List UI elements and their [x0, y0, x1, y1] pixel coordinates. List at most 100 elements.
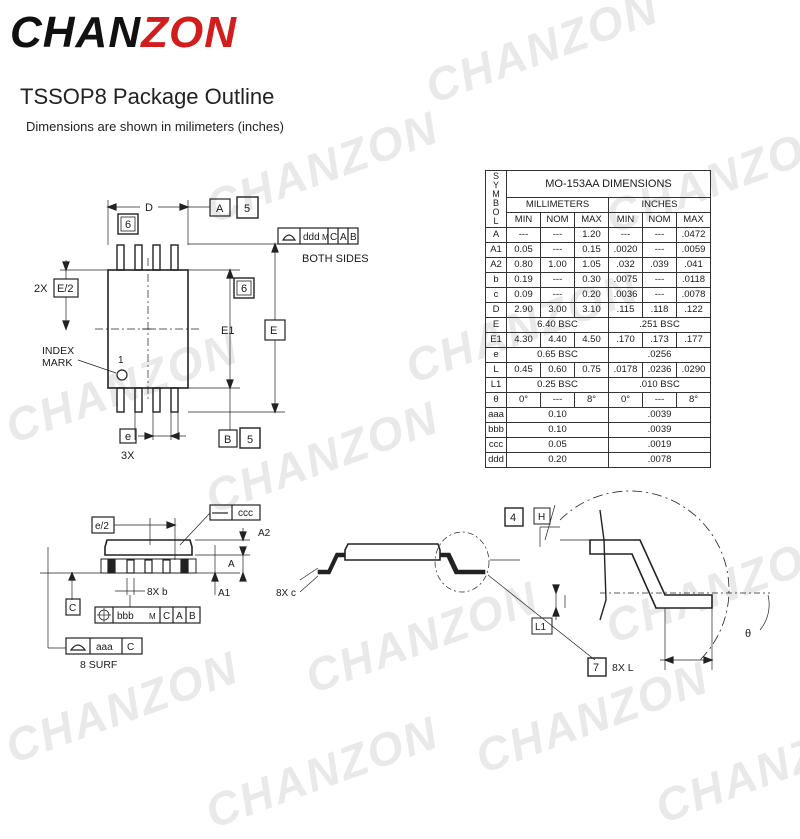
table-cell: ---	[642, 227, 677, 243]
table-cell: D	[485, 302, 507, 318]
dim-e-half: E/2	[57, 283, 74, 295]
table-cell: .0236	[642, 362, 677, 378]
fcf-ccc: ccc	[238, 508, 253, 519]
datum-c: C	[69, 603, 76, 614]
table-cell: NOM	[642, 212, 677, 228]
index-label-2: MARK	[42, 357, 72, 369]
table-row: A------1.20------.0472	[485, 227, 711, 243]
note-6-right: 6	[241, 283, 247, 295]
table-cell: ---	[540, 227, 575, 243]
table-cell: MO-153AA DIMENSIONS	[506, 170, 711, 198]
table-cell: .0118	[676, 272, 711, 288]
table-cell: .032	[608, 257, 643, 273]
fcf-bbb-b: B	[189, 611, 196, 622]
table-cell: .0078	[608, 452, 711, 468]
note-5-top: 5	[244, 203, 250, 215]
table-cell: .0256	[608, 347, 711, 363]
table-cell: MAX	[574, 212, 609, 228]
table-cell: .0039	[608, 407, 711, 423]
table-cell: ---	[608, 227, 643, 243]
fcf-b: B	[350, 232, 357, 243]
dim-theta: θ	[745, 628, 751, 640]
table-cell: aaa	[485, 407, 507, 423]
table-cell: ---	[540, 272, 575, 288]
fcf-bbb-m: M	[149, 612, 156, 621]
table-cell: .0075	[608, 272, 643, 288]
table-cell: ---	[540, 242, 575, 258]
fcf-aaa-c: C	[127, 642, 134, 653]
fcf-m: M	[322, 233, 329, 242]
table-cell: 0.15	[574, 242, 609, 258]
table-cell: 0.30	[574, 272, 609, 288]
table-cell: .041	[676, 257, 711, 273]
table-cell: .0290	[676, 362, 711, 378]
note-5-bottom: 5	[247, 434, 253, 446]
fcf-ddd: ddd	[303, 232, 320, 243]
table-cell: INCHES	[608, 197, 711, 213]
note-7: 7	[593, 662, 599, 674]
table-cell: .0178	[608, 362, 643, 378]
side-view-body	[104, 539, 193, 556]
table-cell: 0.10	[506, 407, 609, 423]
table-cell: A1	[485, 242, 507, 258]
table-cell: 1.00	[540, 257, 575, 273]
dim-3x: 3X	[121, 450, 135, 462]
table-cell: ---	[642, 392, 677, 408]
table-cell: MIN	[608, 212, 643, 228]
table-cell: 0.20	[506, 452, 609, 468]
table-cell: .0472	[676, 227, 711, 243]
table-cell: L	[485, 362, 507, 378]
table-cell: MILLIMETERS	[506, 197, 609, 213]
table-cell: b	[485, 272, 507, 288]
table-cell: 0.10	[506, 422, 609, 438]
page-subtitle: Dimensions are shown in milimeters (inch…	[26, 119, 284, 134]
fcf-bbb-c: C	[163, 611, 170, 622]
table-cell: .0020	[608, 242, 643, 258]
table-cell: 0.05	[506, 242, 541, 258]
table-cell: .177	[676, 332, 711, 348]
table-cell: 1.05	[574, 257, 609, 273]
dim-8x-b: 8X b	[147, 587, 168, 598]
table-cell: .0078	[676, 287, 711, 303]
dim-2x: 2X	[34, 283, 48, 295]
table-cell: e	[485, 347, 507, 363]
table-cell: MAX	[676, 212, 711, 228]
package-outline-drawing: D A 5 6 ddd M C A B BOTH SIDES 6 2X E/2 …	[34, 196, 770, 677]
table-cell: .039	[642, 257, 677, 273]
table-cell: .0019	[608, 437, 711, 453]
datum-b: B	[224, 434, 231, 446]
table-cell: 2.90	[506, 302, 541, 318]
dim-e1: E1	[221, 325, 234, 337]
fcf-c: C	[330, 232, 337, 243]
table-cell: .251 BSC	[608, 317, 711, 333]
table-cell: 3.00	[540, 302, 575, 318]
table-cell: 0.05	[506, 437, 609, 453]
dim-e-pitch: e	[125, 431, 131, 443]
brand-suffix: ZON	[141, 8, 237, 57]
detail-lead	[589, 539, 713, 609]
table-cell: 0°	[608, 392, 643, 408]
fcf-bbb-a: A	[176, 611, 183, 622]
brand-prefix: CHAN	[10, 8, 142, 57]
table-cell: 6.40 BSC	[506, 317, 609, 333]
table-cell: A	[485, 227, 507, 243]
dim-e-half-side: e/2	[95, 521, 109, 532]
eight-surf: 8 SURF	[80, 659, 117, 671]
fcf-bbb: bbb	[117, 611, 134, 622]
table-cell: .115	[608, 302, 643, 318]
table-cell: .122	[676, 302, 711, 318]
table-cell: ddd	[485, 452, 507, 468]
